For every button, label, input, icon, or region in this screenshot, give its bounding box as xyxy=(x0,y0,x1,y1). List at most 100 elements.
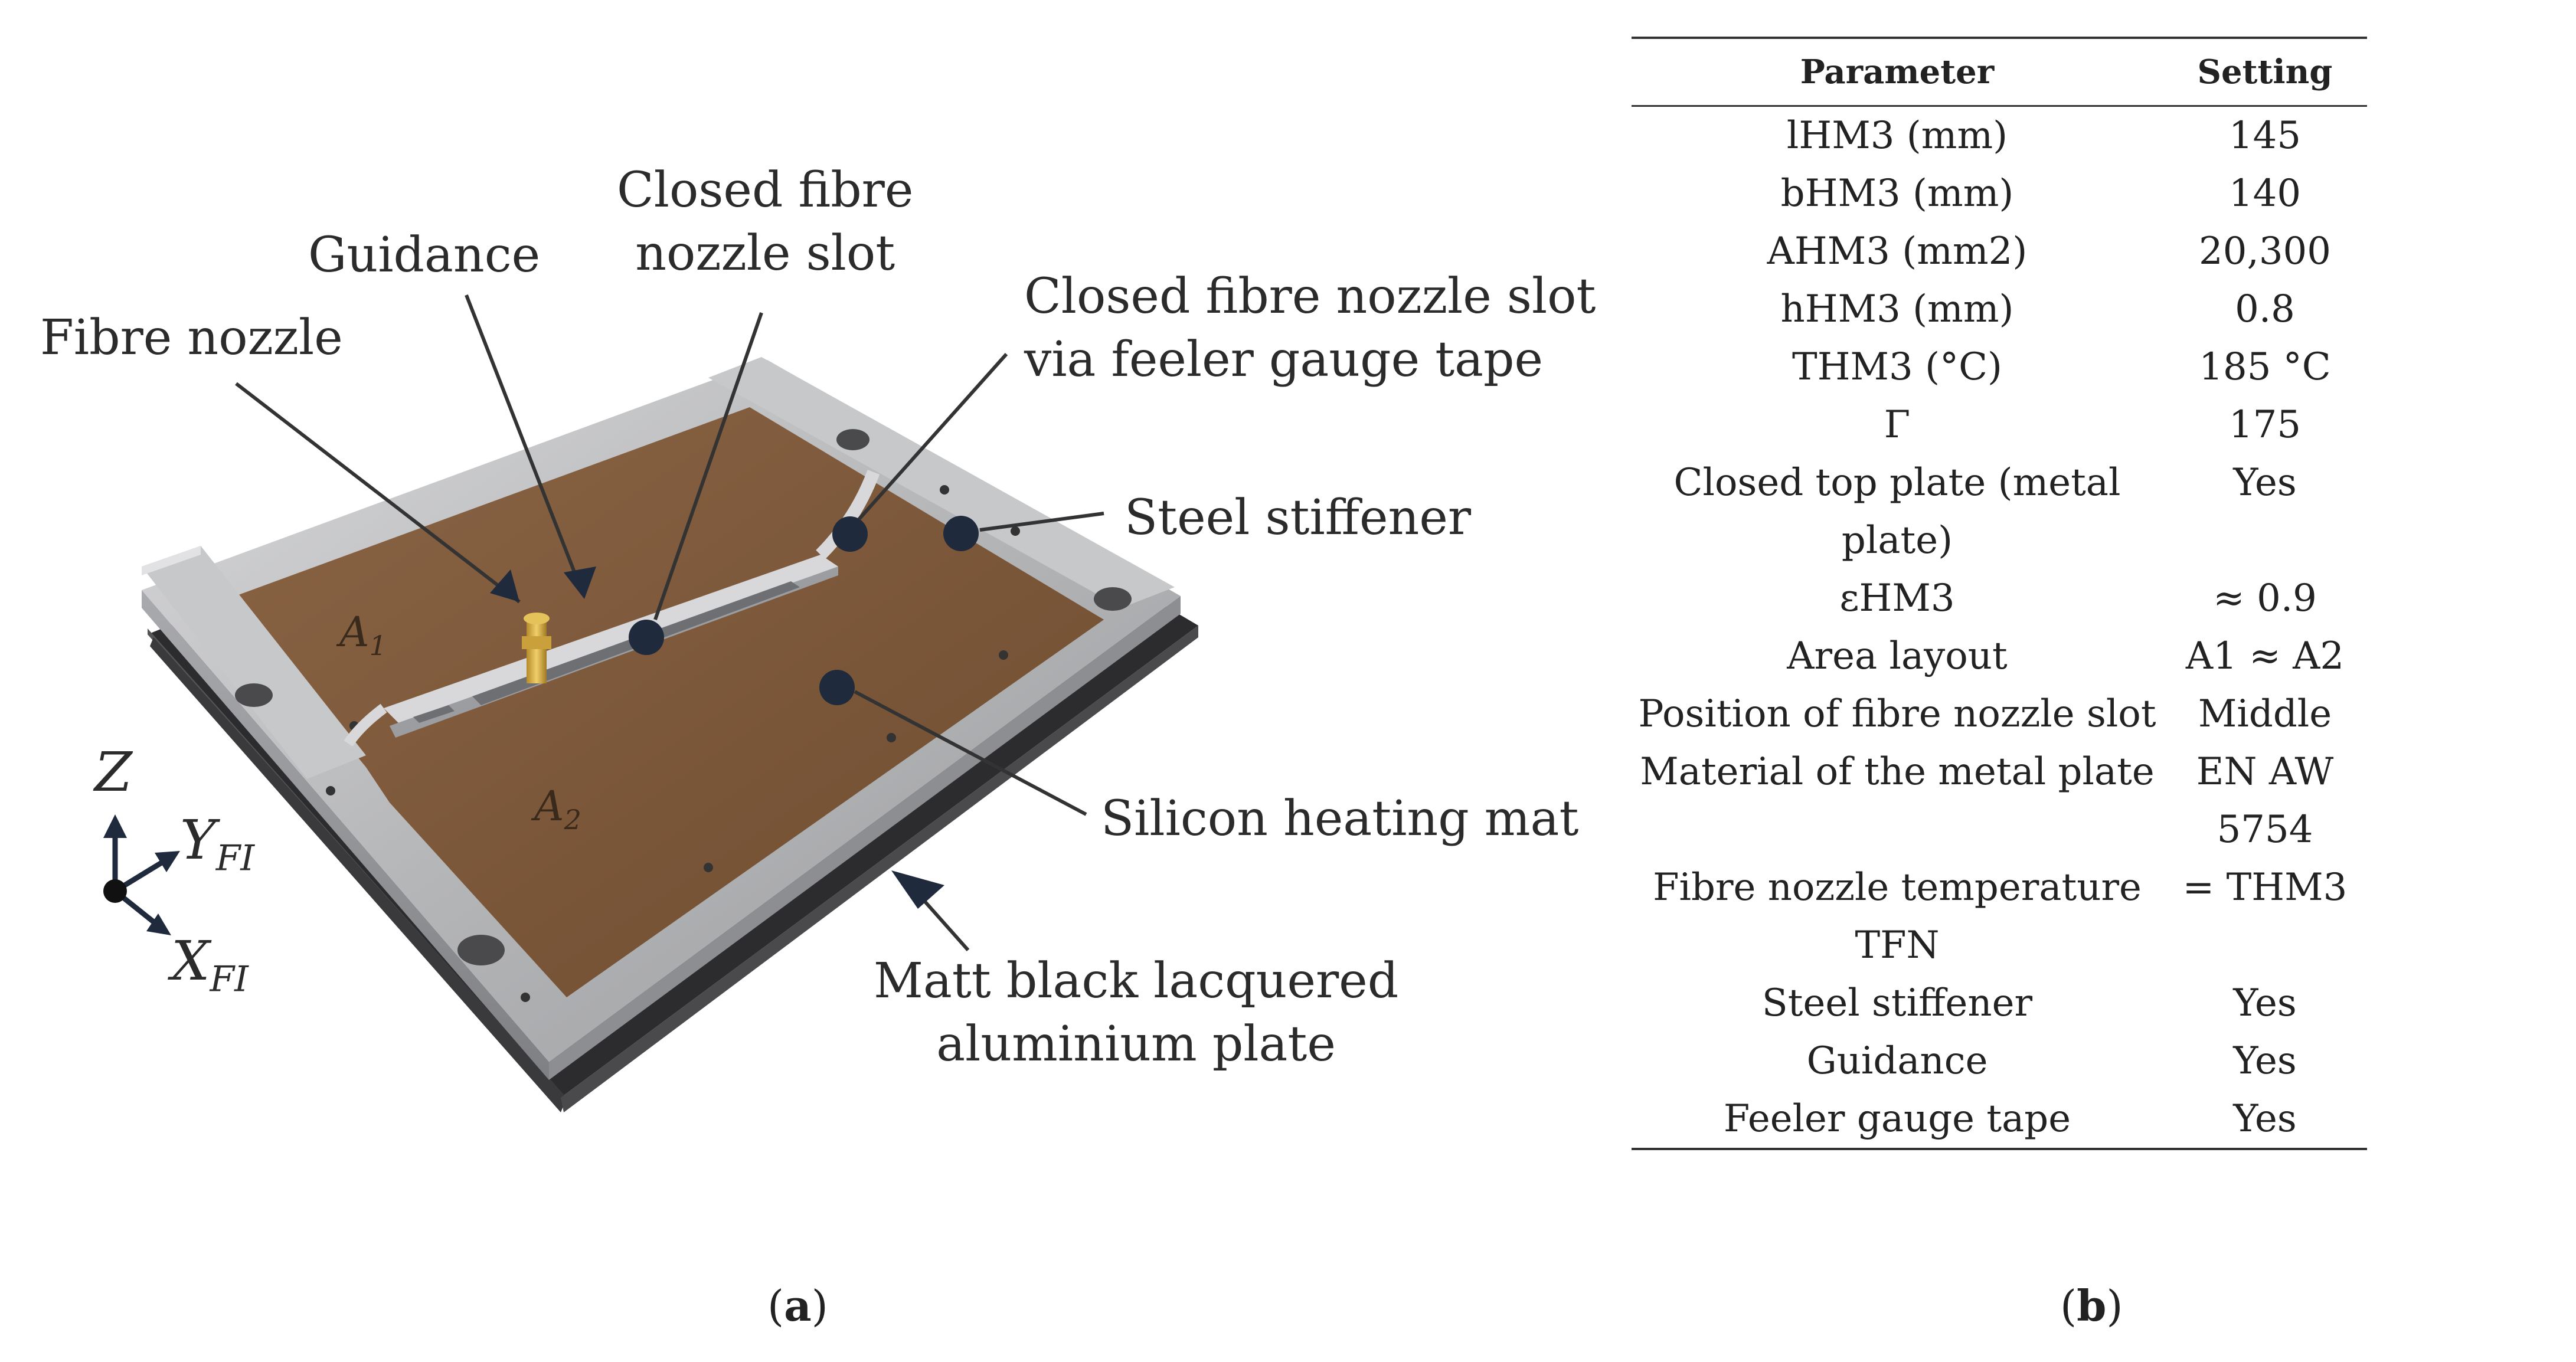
area-label-a2: A2 xyxy=(534,782,581,836)
leader-fibre-nozzle xyxy=(235,382,521,604)
arrowhead-fibre-nozzle xyxy=(490,569,519,602)
row-parameter: Γ xyxy=(1884,403,1911,447)
aluminium-plate-side-front-b xyxy=(150,637,567,1112)
leader-heating-mat xyxy=(854,690,1087,816)
row-parameter: Position of fibre nozzle slot xyxy=(1638,692,2156,736)
metal-frame-right-edge xyxy=(549,596,1181,1080)
frame-hole xyxy=(457,935,505,965)
row-parameter: εHM3 xyxy=(1839,577,1955,620)
label-closed-slot-feeler-gauge: Closed fibre nozzle slot via feeler gaug… xyxy=(1024,269,1596,388)
row-setting: 175 xyxy=(2228,403,2302,447)
frame-screw xyxy=(940,485,949,495)
x-axis-arrow-icon xyxy=(146,914,171,935)
row-setting: Yes xyxy=(2233,981,2297,1025)
fibre-nozzle-top xyxy=(524,613,550,624)
fibre-nozzle-slot-lower xyxy=(413,705,455,723)
row-parameter: Feeler gauge tape xyxy=(1723,1097,2071,1141)
row-parameter: bHM3 (mm) xyxy=(1780,172,2014,215)
label-aluminium-plate: Matt black lacquered aluminium plate xyxy=(874,953,1399,1072)
table-row: Feeler gauge tape Yes xyxy=(1632,1090,2367,1148)
leader-guidance xyxy=(465,294,583,591)
coordinate-system xyxy=(103,814,180,935)
table-row: Guidance Yes xyxy=(1632,1032,2367,1090)
table-row: THM3 (°C) 185 °C xyxy=(1632,338,2367,396)
row-parameter: Closed top plate (metal plate) xyxy=(1673,461,2121,562)
row-parameter: Steel stiffener xyxy=(1761,981,2033,1025)
caption-b: (b) xyxy=(2060,1281,2123,1331)
label-fibre-nozzle: Fibre nozzle xyxy=(40,310,343,366)
axis-label-x: XFI xyxy=(171,929,249,1000)
row-parameter: THM3 (°C) xyxy=(1792,345,2002,389)
label-guidance: Guidance xyxy=(308,227,541,283)
table-row: Area layout A1 ≈ A2 xyxy=(1632,627,2367,685)
frame-screw xyxy=(1011,526,1020,536)
arrowhead-guidance xyxy=(564,567,596,599)
table-header-row: Parameter Setting xyxy=(1632,39,2367,105)
marker-steel-stiffener xyxy=(943,516,979,551)
row-setting: = THM3 xyxy=(2182,866,2348,909)
leader-steel-stiffener xyxy=(979,512,1104,532)
table-row: lHM3 (mm) 145 xyxy=(1632,107,2367,165)
frame-screw xyxy=(887,733,896,742)
metal-frame-front-edge xyxy=(142,590,549,1080)
leader-aluminium-plate xyxy=(919,896,970,951)
marker-heating-mat xyxy=(819,670,855,705)
row-setting: Yes xyxy=(2233,1039,2297,1083)
axis-label-y: YFI xyxy=(180,808,255,879)
row-parameter: AHM3 (mm2) xyxy=(1767,230,2028,273)
row-setting: ≈ 0.9 xyxy=(2213,577,2317,620)
table-row: bHM3 (mm) 140 xyxy=(1632,165,2367,222)
label-silicon-heating-mat: Silicon heating mat xyxy=(1101,791,1579,847)
row-parameter: Guidance xyxy=(1806,1039,1988,1083)
row-parameter: lHM3 (mm) xyxy=(1786,114,2008,158)
steel-stiffener-right xyxy=(708,357,1175,608)
row-setting: 140 xyxy=(2228,172,2302,215)
fibre-nozzle-nut xyxy=(522,636,551,649)
table-row: Material of the metal plate EN AW 5754 xyxy=(1632,743,2367,859)
table-row: Position of fibre nozzle slot Middle xyxy=(1632,685,2367,743)
row-setting: 145 xyxy=(2228,114,2302,158)
frame-screw xyxy=(521,993,530,1002)
leader-feeler-gauge xyxy=(857,353,1008,520)
marker-closed-slot xyxy=(629,620,664,655)
table-row: Γ 175 xyxy=(1632,396,2367,454)
z-axis-arrow-icon xyxy=(103,814,127,838)
header-setting: Setting xyxy=(2197,53,2333,91)
header-parameter: Parameter xyxy=(1800,53,1995,91)
row-setting: A1 ≈ A2 xyxy=(2185,634,2345,678)
origin-dot xyxy=(103,879,127,903)
row-setting: Middle xyxy=(2198,692,2332,736)
frame-hole xyxy=(235,683,273,707)
aluminium-plate-side-right xyxy=(561,626,1198,1112)
leader-closed-slot xyxy=(653,312,763,620)
steel-stiffener-left-top xyxy=(142,546,201,575)
frame-screw xyxy=(704,863,713,872)
frame-hole xyxy=(836,429,869,450)
frame-screw xyxy=(326,786,335,795)
frame-screw xyxy=(999,650,1008,660)
steel-stiffener-left xyxy=(142,546,366,779)
table-row: hHM3 (mm) 0.8 xyxy=(1632,280,2367,338)
table-row: εHM3 ≈ 0.9 xyxy=(1632,569,2367,627)
guidance-bar xyxy=(384,555,838,726)
row-setting: 0.8 xyxy=(2235,287,2295,331)
row-setting: 185 °C xyxy=(2199,345,2331,389)
silicon-heating-mat xyxy=(227,407,1104,997)
table-row: AHM3 (mm2) 20,300 xyxy=(1632,222,2367,280)
row-setting: Yes xyxy=(2233,1097,2297,1141)
y-axis-arrow-icon xyxy=(155,851,180,872)
arrowhead-aluminium-plate xyxy=(891,870,944,909)
parameter-settings-table: Parameter Setting lHM3 (mm) 145 bHM3 (mm… xyxy=(1632,37,2367,1150)
axis-label-z: Z xyxy=(94,741,132,804)
frame-hole xyxy=(1094,587,1132,611)
table-row: Closed top plate (metal plate) Yes xyxy=(1632,454,2367,569)
row-setting: Yes xyxy=(2233,461,2297,505)
feeler-gauge-tape-left xyxy=(344,703,387,747)
table-row: Fibre nozzle temperature TFN = THM3 xyxy=(1632,859,2367,974)
table-row: Steel stiffener Yes xyxy=(1632,974,2367,1032)
row-parameter: Fibre nozzle temperature TFN xyxy=(1653,866,2142,967)
marker-feeler-gauge xyxy=(832,516,868,552)
feeler-gauge-tape xyxy=(816,470,880,559)
row-parameter: Area layout xyxy=(1787,634,2008,678)
